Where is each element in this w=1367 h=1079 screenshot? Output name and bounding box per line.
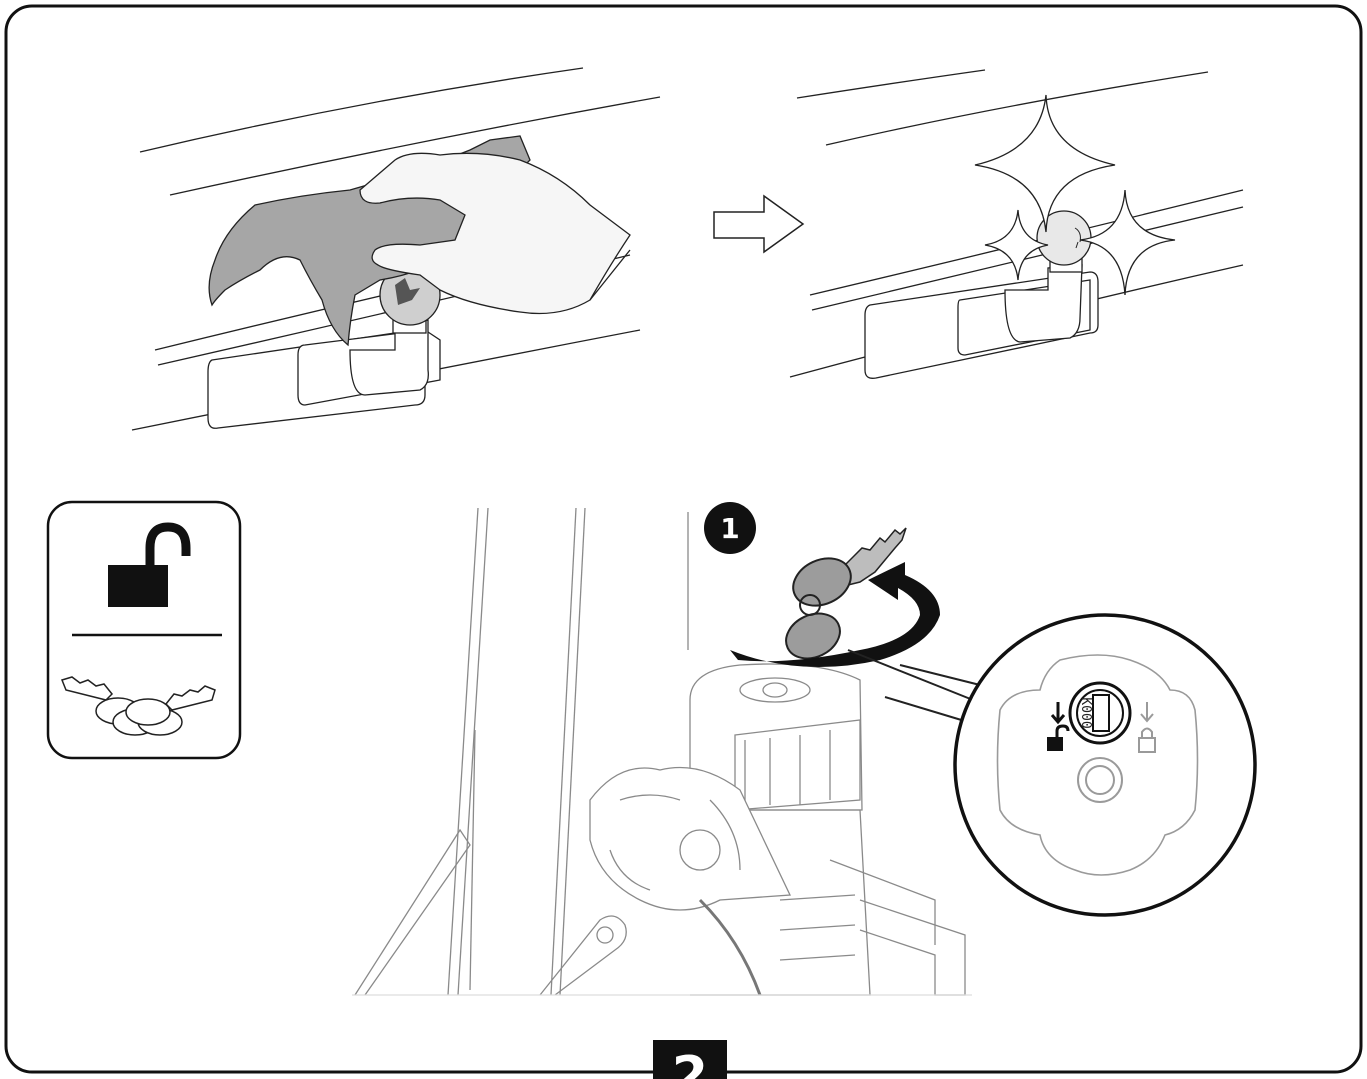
clean-towball-illustration <box>790 70 1243 378</box>
unlock-keys-panel <box>48 502 240 758</box>
key-insert-illustration <box>730 528 940 667</box>
sparkle-icon <box>985 210 1048 280</box>
wipe-towball-illustration <box>132 68 660 430</box>
substep-marker: 1 <box>704 502 756 554</box>
right-arrow-icon <box>714 196 803 252</box>
step-number-badge: 2 <box>653 1040 727 1079</box>
lock-detail-callout: K000 <box>955 615 1255 915</box>
key-code-label: K000 <box>1078 697 1093 728</box>
substep-number: 1 <box>720 512 739 545</box>
sparkle-icon <box>975 95 1115 232</box>
